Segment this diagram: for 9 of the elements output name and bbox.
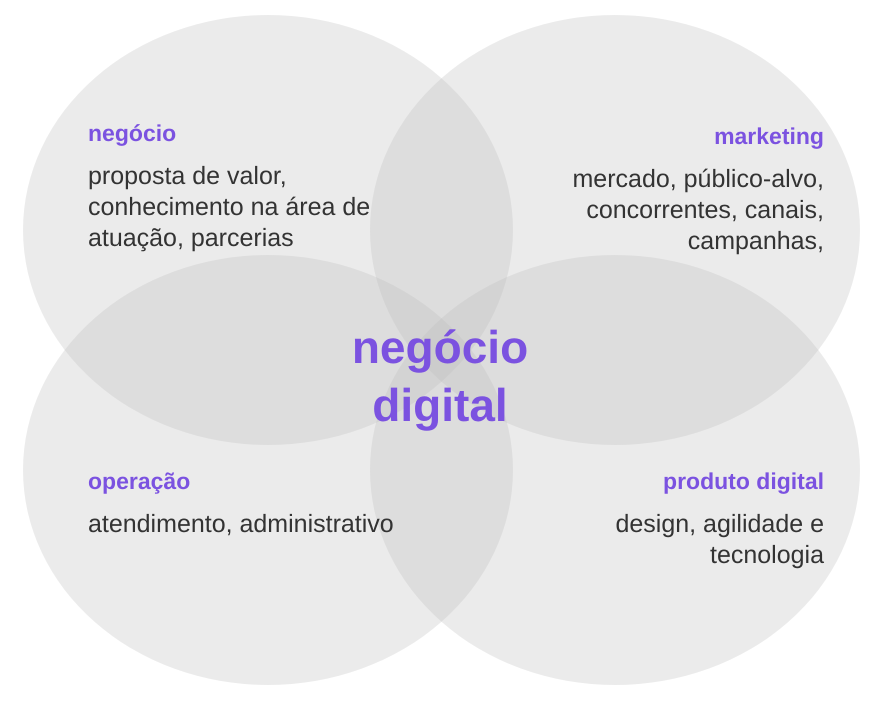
center-title: negócio digital xyxy=(350,320,530,433)
circle-text: proposta de valor, conhecimento na área de atuação, parcerias xyxy=(88,161,372,254)
circle-heading: operação xyxy=(88,468,192,495)
circle-text: design, agilidade e tecnologia xyxy=(614,509,824,571)
circle-heading: marketing xyxy=(713,123,824,150)
circle-heading: produto digital xyxy=(662,468,824,495)
circle-heading: negócio xyxy=(88,120,178,147)
circle-text: mercado, público-alvo, concorrentes, canais, campanhas, xyxy=(571,164,824,257)
circle-text: atendimento, administrativo xyxy=(88,509,395,540)
